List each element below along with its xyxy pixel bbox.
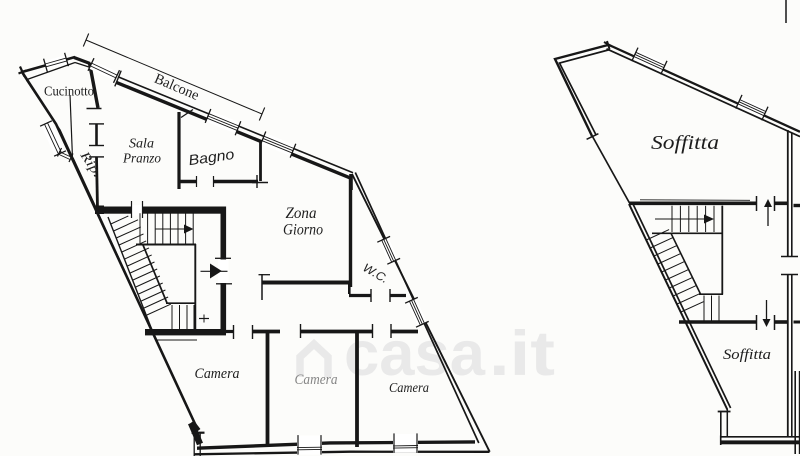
svg-text:Camera: Camera <box>295 372 338 388</box>
svg-text:.it: .it <box>489 319 555 389</box>
svg-text:Camera: Camera <box>389 381 429 396</box>
svg-text:Sala: Sala <box>129 137 154 152</box>
svg-text:W.C.: W.C. <box>361 260 391 286</box>
svg-text:Soffitta: Soffitta <box>651 132 719 154</box>
svg-text:Zona: Zona <box>286 205 317 222</box>
svg-text:Giorno: Giorno <box>283 222 323 239</box>
svg-text:Soffitta: Soffitta <box>723 347 771 363</box>
svg-text:casa: casa <box>344 319 486 389</box>
svg-text:Cucinotto: Cucinotto <box>44 85 94 100</box>
svg-text:Camera: Camera <box>195 366 240 382</box>
svg-text:Bagno: Bagno <box>188 147 236 169</box>
svg-text:Pranzo: Pranzo <box>122 152 161 167</box>
